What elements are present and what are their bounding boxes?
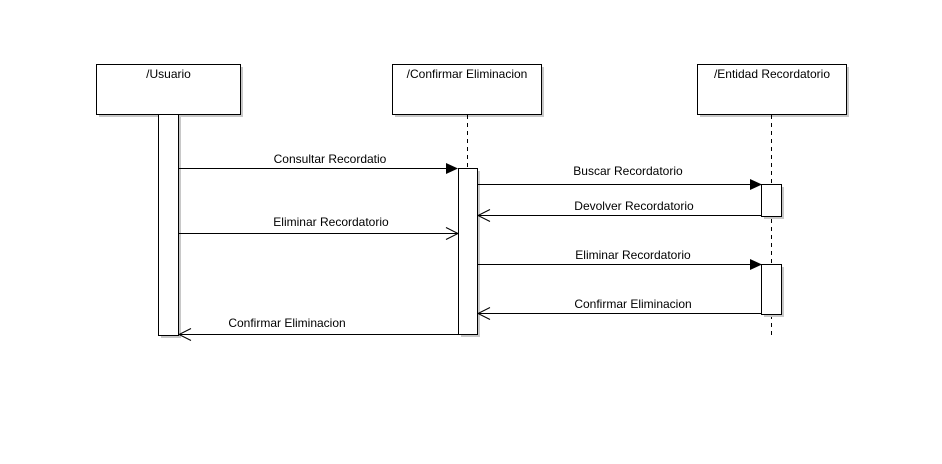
filled-arrowhead-icon [750,259,762,270]
participant-box-entidad-recordatorio [697,64,847,115]
activation-entidad-eliminar [761,264,784,317]
open-arrowhead-icon [476,209,491,222]
message-label: Confirmar Eliminacion [574,297,691,311]
activation-entidad-buscar [761,184,784,219]
participant-label-entidad-recordatorio: /Entidad Recordatorio [714,67,830,81]
message-confirmar-eliminacion-entidad: Confirmar Eliminacion [476,297,761,320]
participant-entidad-recordatorio: /Entidad Recordatorio [697,64,849,117]
message-label: Eliminar Recordatorio [575,248,691,262]
message-label: Buscar Recordatorio [573,164,683,178]
participant-box-usuario [96,64,241,115]
participant-label-usuario: /Usuario [146,67,191,81]
participant-confirmar-eliminacion: /Confirmar Eliminacion [392,64,544,117]
message-label: Eliminar Recordatorio [273,215,389,229]
participant-label-confirmar-eliminacion: /Confirmar Eliminacion [407,67,528,81]
message-eliminar-recordatorio-usuario: Eliminar Recordatorio [179,215,460,240]
message-consultar-recordatio: Consultar Recordatio [179,152,458,174]
message-label: Confirmar Eliminacion [228,316,345,330]
open-arrowhead-icon [177,328,192,341]
message-buscar-recordatorio: Buscar Recordatorio [478,164,762,190]
message-devolver-recordatorio: Devolver Recordatorio [476,199,761,222]
open-arrowhead-icon [476,307,491,320]
message-label: Devolver Recordatorio [574,199,694,213]
message-eliminar-recordatorio-entidad: Eliminar Recordatorio [478,248,762,270]
filled-arrowhead-icon [750,179,762,190]
participant-usuario: /Usuario [96,64,243,117]
message-label: Consultar Recordatio [274,152,387,166]
activation-usuario [158,114,181,338]
open-arrowhead-icon [445,227,460,240]
filled-arrowhead-icon [446,163,458,174]
message-confirmar-eliminacion-usuario: Confirmar Eliminacion [177,316,458,341]
participant-box-confirmar-eliminacion [392,64,542,115]
activation-confirmar-eliminacion [458,168,480,337]
